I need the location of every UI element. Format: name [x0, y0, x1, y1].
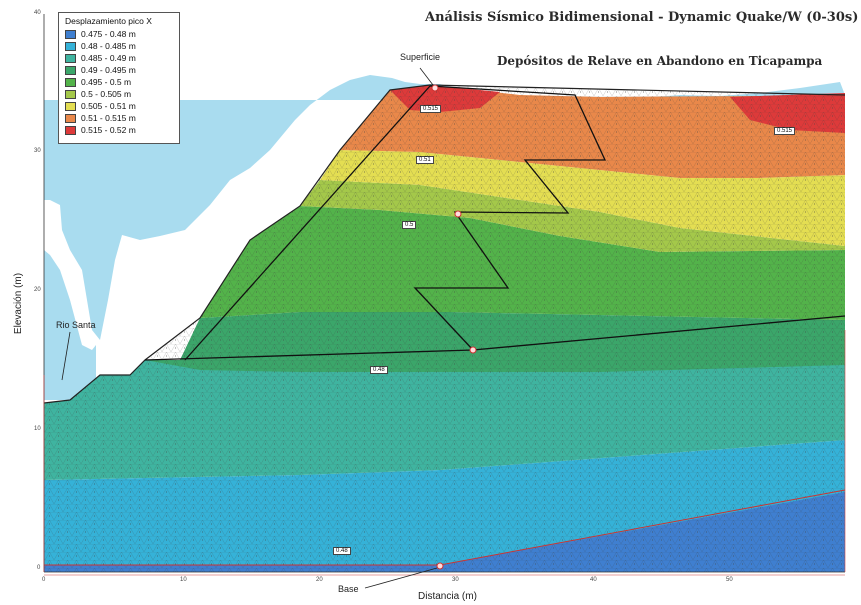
x-tick: 0	[42, 577, 46, 583]
legend-swatch	[65, 53, 76, 63]
legend-label: 0.495 - 0.5 m	[81, 77, 132, 87]
y-tick: 30	[34, 148, 41, 154]
legend: Desplazamiento pico X 0.475 - 0.48 m 0.4…	[58, 12, 180, 144]
contour-label: 0.515	[420, 105, 442, 113]
legend-item: 0.475 - 0.48 m	[65, 29, 136, 39]
point-deep	[469, 346, 477, 354]
arrow-rio	[61, 331, 71, 381]
legend-label: 0.505 - 0.51 m	[81, 101, 136, 111]
contour-label: 0.5	[402, 221, 417, 229]
legend-item: 0.48 - 0.485 m	[65, 41, 136, 51]
legend-swatch	[65, 29, 76, 39]
legend-swatch	[65, 65, 76, 75]
x-tick: 50	[726, 577, 733, 583]
x-tick: 20	[316, 577, 323, 583]
failure-surface	[413, 85, 607, 351]
legend-swatch	[65, 101, 76, 111]
legend-swatch	[65, 77, 76, 87]
legend-swatch	[65, 89, 76, 99]
point-superficie	[431, 84, 439, 92]
legend-title: Desplazamiento pico X	[65, 16, 152, 26]
x-axis-label: Distancia (m)	[418, 591, 477, 602]
y-axis-label: Elevación (m)	[13, 272, 25, 335]
legend-swatch	[65, 125, 76, 135]
legend-item: 0.5 - 0.505 m	[65, 89, 131, 99]
legend-item: 0.505 - 0.51 m	[65, 101, 136, 111]
legend-label: 0.475 - 0.48 m	[81, 29, 136, 39]
water-left	[44, 250, 96, 400]
legend-item: 0.495 - 0.5 m	[65, 77, 131, 87]
chart-subtitle: Depósitos de Relave en Abandono en Ticap…	[497, 54, 823, 68]
contour-label: 0.48	[370, 366, 388, 374]
contour-label: 0.51	[416, 156, 434, 164]
y-tick: 40	[34, 10, 41, 16]
y-tick: 0	[37, 565, 41, 571]
legend-label: 0.5 - 0.505 m	[81, 89, 132, 99]
contour-label: 0.515	[774, 127, 796, 135]
legend-item: 0.51 - 0.515 m	[65, 113, 136, 123]
arrow-base	[364, 567, 438, 589]
legend-item: 0.49 - 0.495 m	[65, 65, 136, 75]
arrow-superficie	[419, 67, 434, 86]
x-tick: 10	[180, 577, 187, 583]
mesh-overlay	[44, 85, 845, 572]
point-mid	[454, 210, 462, 218]
x-tick: 40	[590, 577, 597, 583]
y-tick: 20	[34, 287, 41, 293]
legend-label: 0.515 - 0.52 m	[81, 125, 136, 135]
point-base	[436, 562, 444, 570]
support-markers	[43, 330, 846, 576]
annotation-base: Base	[338, 584, 359, 594]
contour-label: 0.48	[333, 547, 351, 555]
legend-swatch	[65, 41, 76, 51]
annotation-superficie: Superficie	[400, 52, 441, 62]
water-silhouette	[44, 75, 845, 340]
legend-item: 0.515 - 0.52 m	[65, 125, 136, 135]
legend-label: 0.49 - 0.495 m	[81, 65, 136, 75]
slope-outline	[43, 84, 846, 404]
legend-label: 0.51 - 0.515 m	[81, 113, 136, 123]
x-tick: 30	[452, 577, 459, 583]
legend-swatch	[65, 113, 76, 123]
chart-title: Análisis Sísmico Bidimensional - Dynamic…	[425, 10, 859, 25]
legend-item: 0.485 - 0.49 m	[65, 53, 136, 63]
y-tick: 10	[34, 426, 41, 432]
legend-label: 0.485 - 0.49 m	[81, 53, 136, 63]
legend-label: 0.48 - 0.485 m	[81, 41, 136, 51]
annotation-rio-santa: Rio Santa	[56, 320, 96, 330]
dam-boundary	[184, 85, 431, 361]
